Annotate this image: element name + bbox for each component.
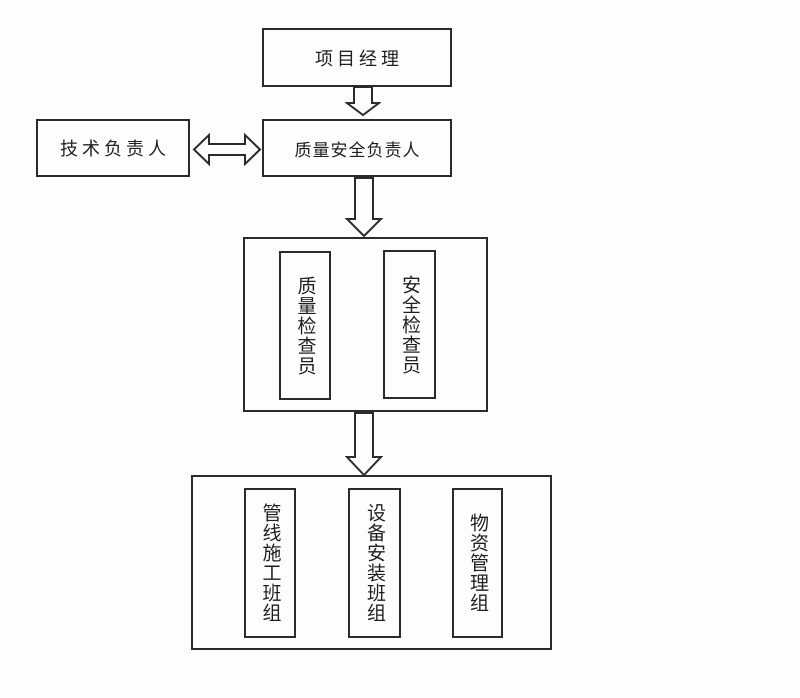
node-material-management-team: 物资管理组 [452,488,503,638]
connector-horizontal [192,133,262,166]
down-arrow-icon [345,412,383,476]
connector-top [345,86,381,117]
node-label: 管线施工班组 [259,503,281,623]
down-arrow-icon [345,177,383,237]
connector-middle [345,177,383,237]
node-quality-inspector: 质量检查员 [279,251,331,400]
node-technical-lead: 技术负责人 [36,119,190,177]
node-equipment-installation-team: 设备安装班组 [348,488,401,638]
node-label: 物资管理组 [467,513,488,613]
down-arrow-icon [345,86,381,117]
node-label: 技术负责人 [60,139,170,159]
connector-bottom [345,412,383,476]
node-safety-inspector: 安全检查员 [383,250,436,399]
node-label: 设备安装班组 [364,503,385,623]
node-label: 项目经理 [315,48,403,69]
node-label: 安全检查员 [399,274,420,375]
node-project-manager: 项目经理 [262,28,452,87]
double-arrow-icon [192,133,262,166]
node-label: 质量安全负责人 [294,140,421,160]
node-quality-safety-lead: 质量安全负责人 [262,119,452,177]
node-pipeline-construction-team: 管线施工班组 [244,488,296,638]
node-label: 质量检查员 [294,275,316,376]
